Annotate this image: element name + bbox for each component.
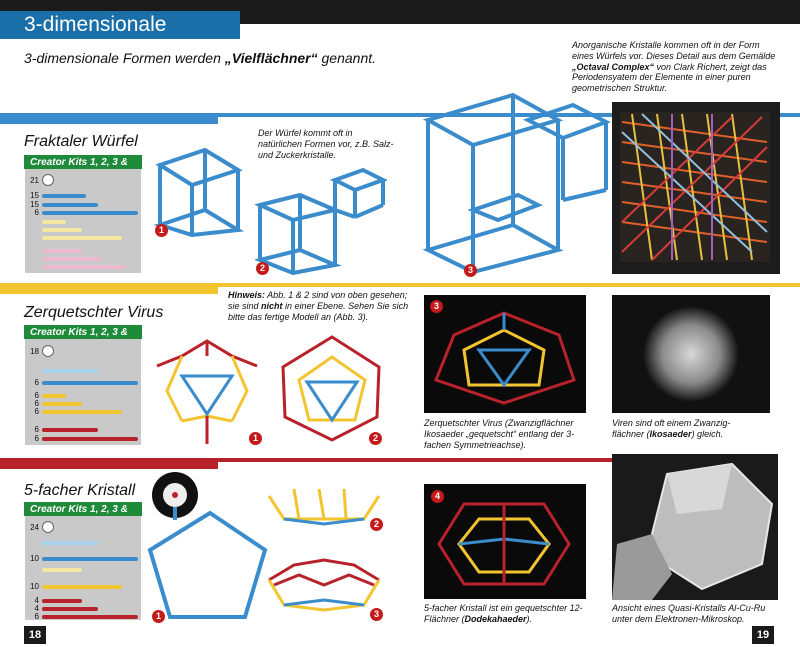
parts-list-virus: 18 6 6 6 6 6 6 (25, 339, 141, 445)
kits-label-cube: Creator Kits 1, 2, 3 & 4 (24, 155, 142, 179)
figure-badge-1: 1 (249, 432, 262, 445)
cube-note: Der Würfel kommt oft in natürlichen Form… (258, 128, 394, 160)
figure-badge-3: 3 (370, 608, 383, 621)
crystal-model-3 (267, 558, 381, 612)
page-title: 3-dimensionale Formen (0, 11, 240, 60)
crystal-model-1 (147, 510, 268, 619)
blue-stripe (0, 113, 800, 117)
section-title-crystal: 5-facher Kristall (24, 482, 136, 499)
red-stripe (0, 458, 612, 462)
figure-badge-2: 2 (256, 262, 269, 275)
kits-label-crystal: Creator Kits 1, 2, 3 & 4 (24, 502, 142, 526)
figure-badge-2: 2 (370, 518, 383, 531)
page-number-right: 19 (752, 626, 774, 644)
intro-text: 3-dimensionale Formen werden „Vielflächn… (24, 50, 377, 66)
virus-model-2 (281, 335, 381, 442)
painting-octaval-complex (612, 102, 780, 274)
quasi-crystal-micrograph (612, 454, 778, 600)
figure-badge-1: 1 (152, 610, 165, 623)
yellow-stripe (0, 283, 800, 287)
connector-icon (42, 521, 54, 533)
quasi-crystal-caption: Ansicht eines Quasi-Kristalls Al-Cu-Ru u… (612, 603, 766, 624)
mineral-note: Anorganische Kristalle kommen oft in der… (572, 40, 776, 94)
virus-hint: Hinweis: Abb. 1 & 2 sind von oben gesehe… (228, 290, 409, 322)
virus-micrograph (612, 295, 770, 413)
crystal-caption: 5-facher Kristall ist ein gequetschter 1… (424, 603, 583, 624)
figure-badge-3: 3 (430, 300, 443, 313)
yellow-stripe-tab (0, 283, 218, 294)
cube-model-3 (422, 92, 610, 275)
connector-icon (42, 345, 54, 357)
virus-model-1 (156, 339, 258, 444)
connector-detail-icon (152, 472, 198, 520)
virus-photo-3 (424, 295, 586, 413)
kits-label-virus: Creator Kits 1, 2, 3 & 4 (24, 325, 142, 349)
virus-photo-caption: Viren sind oft einem Zwanzig-flächner (I… (612, 418, 731, 439)
figure-badge-3: 3 (464, 264, 477, 277)
section-title-cube: Fraktaler Würfel (24, 133, 138, 150)
parts-list-cube: 21 15 15 6 (25, 169, 141, 273)
red-stripe-tab (0, 458, 218, 469)
section-title-virus: Zerquetschter Virus (24, 304, 164, 321)
cube-model-1 (153, 147, 245, 237)
figure-badge-4: 4 (431, 490, 444, 503)
parts-list-crystal: 24 10 10 4 4 6 (25, 516, 141, 621)
figure-badge-1: 1 (155, 224, 168, 237)
page-number-left: 18 (24, 626, 46, 644)
connector-icon (42, 174, 54, 186)
figure-badge-2: 2 (369, 432, 382, 445)
crystal-photo-4 (424, 484, 586, 599)
crystal-model-2 (267, 488, 381, 526)
blue-stripe-tab (0, 113, 218, 124)
virus-caption: Zerquetschter Virus (Zwanzigflächner Iko… (424, 418, 575, 450)
cube-model-2 (255, 167, 387, 275)
